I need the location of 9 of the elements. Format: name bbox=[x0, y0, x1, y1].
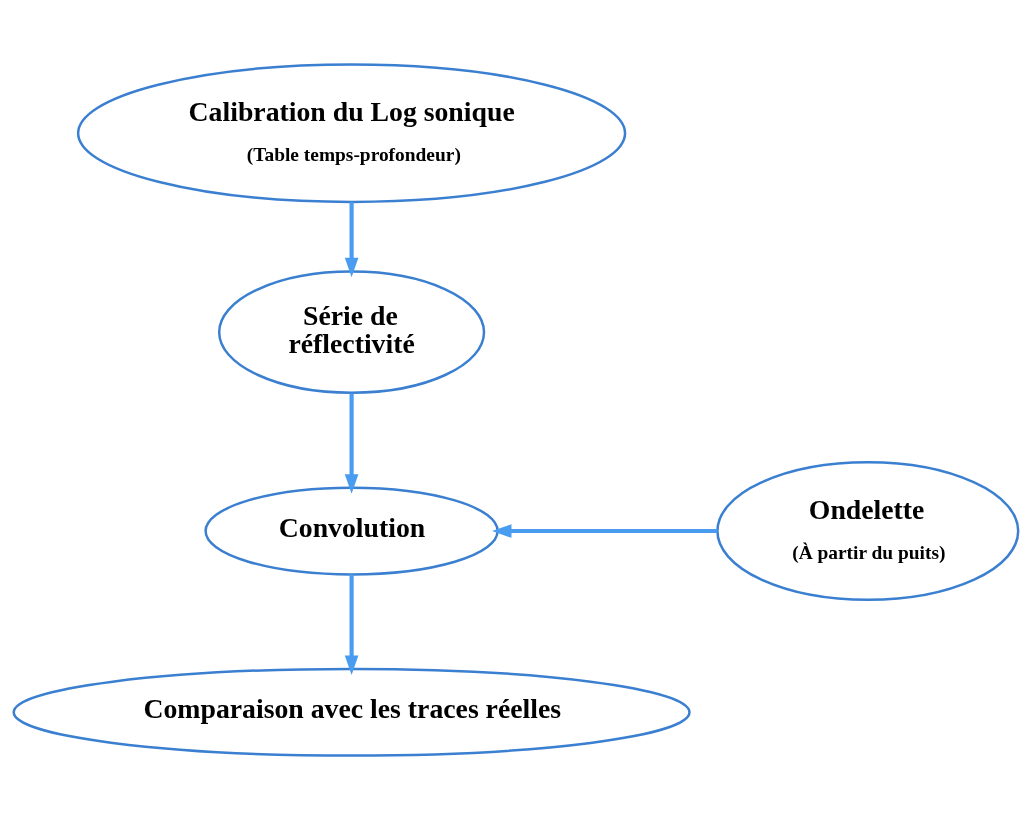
arrow bbox=[344, 574, 359, 675]
arrow bbox=[344, 202, 359, 278]
arrow bbox=[344, 393, 359, 494]
arrow bbox=[492, 524, 718, 538]
node-ellipse: Calibration du Log sonique (Table temps-profondeur) bbox=[76, 63, 627, 204]
node-ellipse: Comparaison avec les traces réelles bbox=[12, 667, 691, 757]
node-ellipse: Ondelette (À partir du puits) bbox=[716, 461, 1020, 601]
node-ellipse: Série de réflectivité bbox=[217, 270, 486, 394]
node-ellipse: Convolution bbox=[204, 486, 499, 576]
